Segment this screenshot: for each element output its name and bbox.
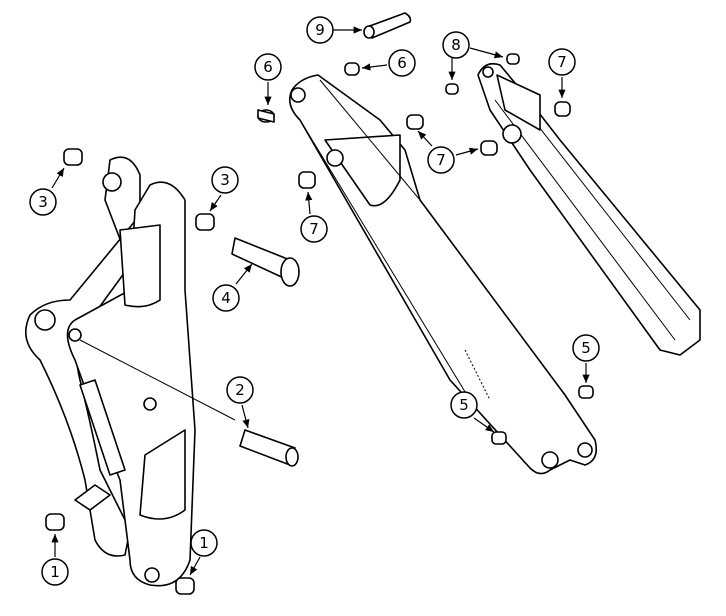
svg-text:1: 1 [50,563,60,581]
bushing-6-right [344,62,360,76]
callout-5-left: 5 [450,391,478,419]
callout-1-right: 1 [190,529,218,557]
svg-text:4: 4 [221,289,231,307]
svg-text:6: 6 [397,54,407,72]
bushing-1-left [45,513,65,531]
svg-text:3: 3 [220,171,230,189]
bushing-5-right [578,385,594,399]
bushing-8-a [445,83,459,95]
callout-3-right: 3 [211,166,239,194]
pin-9 [363,12,412,39]
bushing-3-left [63,148,83,166]
bushing-1-right [175,577,195,595]
callout-3-left: 3 [29,188,57,216]
svg-text:8: 8 [451,36,461,54]
callout-5-right: 5 [572,334,600,362]
bushing-7-d [298,171,316,189]
svg-text:2: 2 [235,381,245,399]
bushing-7-c [480,140,498,156]
callout-6-left: 6 [254,53,282,81]
callout-7-top: 7 [548,48,576,76]
callout-2: 2 [226,376,254,404]
callout-8: 8 [442,31,470,59]
extending-dipper [477,62,701,356]
svg-text:3: 3 [38,193,48,211]
svg-text:5: 5 [581,339,591,357]
svg-text:6: 6 [263,58,273,76]
callout-4: 4 [212,284,240,312]
bushing-6-left [257,109,275,123]
callout-7-mid: 7 [427,146,455,174]
bushing-7-b [406,114,424,130]
dipper-arm [289,74,598,475]
svg-text:1: 1 [199,534,209,552]
svg-text:5: 5 [459,396,469,414]
callout-1-left: 1 [41,558,69,586]
svg-text:7: 7 [557,53,567,71]
leader-arrows [51,26,590,576]
svg-text:7: 7 [436,151,446,169]
callout-6-right: 6 [388,49,416,77]
bushing-3-right [195,213,215,231]
bushing-8-b [506,53,520,65]
pin-4 [231,237,300,287]
boom-left-assembly [24,156,236,587]
pin-2 [239,429,299,467]
svg-text:7: 7 [309,220,319,238]
svg-text:9: 9 [315,21,325,39]
callout-9: 9 [306,16,334,44]
callout-7-left: 7 [300,215,328,243]
bushing-5-left [491,431,507,445]
bushing-7-a [554,101,571,117]
